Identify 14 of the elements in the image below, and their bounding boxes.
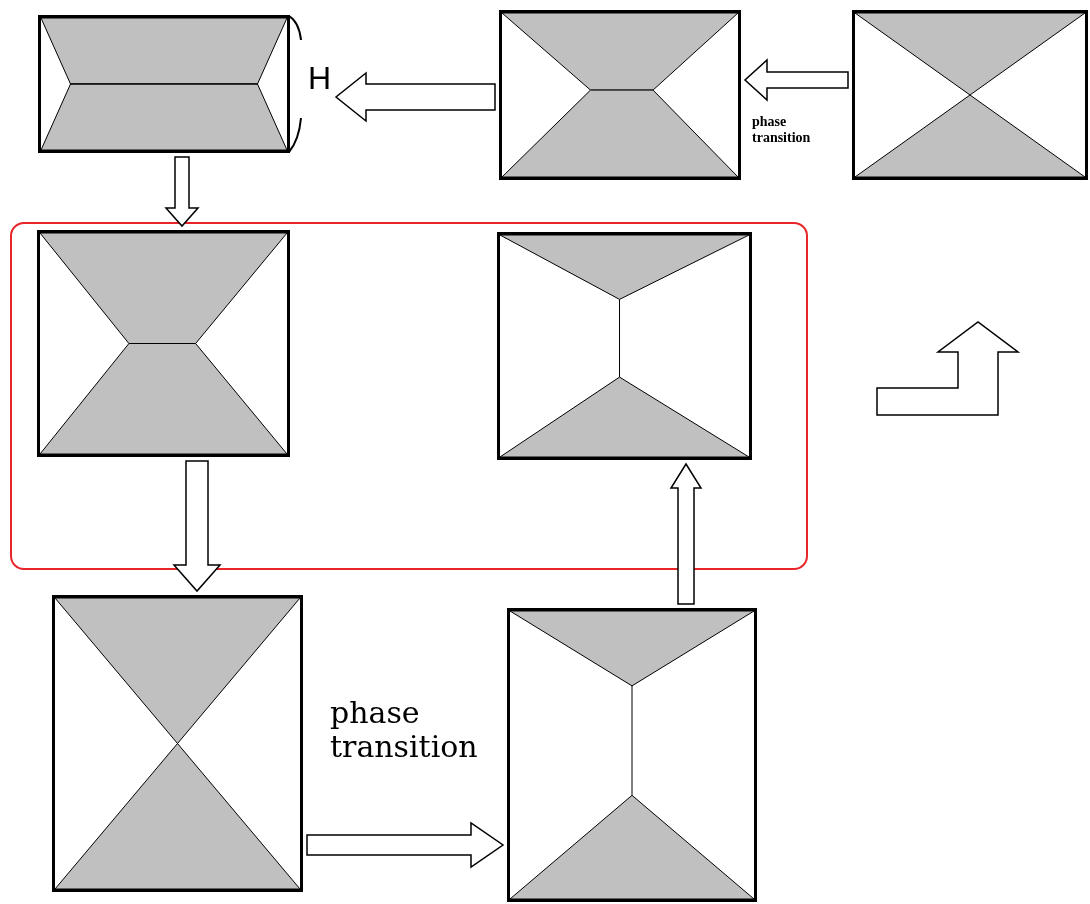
domain-drawing	[507, 608, 757, 902]
domain-drawing	[37, 230, 290, 457]
block-arrow	[669, 462, 703, 605]
domain-drawing	[52, 595, 303, 892]
group-frame	[10, 222, 808, 570]
domain-drawing	[499, 10, 741, 180]
dimension-label: H	[308, 60, 332, 96]
domain-drawing	[852, 10, 1088, 180]
block-arrow	[172, 460, 222, 593]
block-arrow	[743, 58, 849, 102]
domain-drawing	[497, 232, 752, 460]
block-arrow	[334, 71, 496, 123]
block-arrow	[164, 156, 200, 228]
block-arrow	[306, 821, 505, 869]
